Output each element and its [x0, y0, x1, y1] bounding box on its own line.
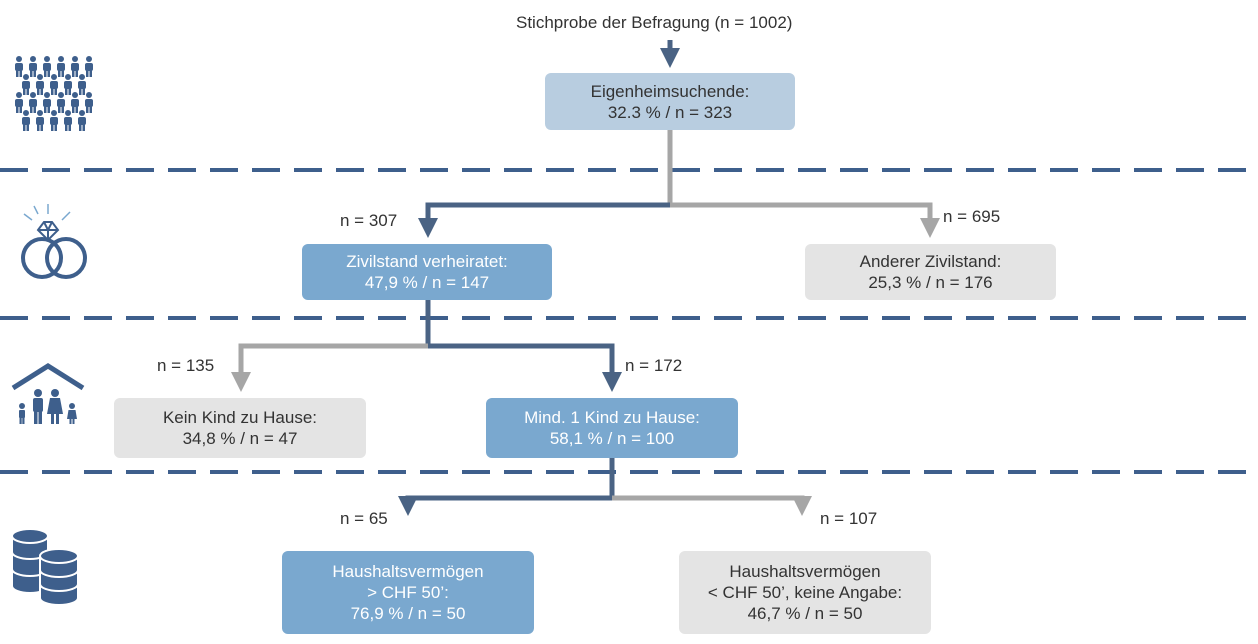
edge-label-married: n = 307 — [340, 211, 398, 230]
edge-label-no-child: n = 135 — [157, 356, 215, 375]
edge-married-nochild — [231, 343, 428, 392]
node-no-child-line-1: Kein Kind zu Hause: — [162, 408, 318, 427]
node-root-line-1: Eigenheimsuchende: — [590, 81, 750, 101]
edge-label-wealth-high: n = 65 — [340, 509, 388, 528]
edge-married-child — [428, 343, 622, 392]
node-other-status-line-2: 25,3 % / n = 176 — [868, 273, 993, 292]
node-child-line-1: Mind. 1 Kind zu Hause: — [524, 408, 700, 427]
edge-label-other-status: n = 695 — [943, 207, 1001, 226]
node-no-child: Kein Kind zu Hause: 34,8 % / n = 47 — [114, 398, 366, 458]
node-child-line-2: 58,1 % / n = 100 — [549, 429, 675, 448]
wedding-rings-icon — [21, 204, 87, 279]
edge-root-other — [670, 202, 940, 238]
node-wealth-high-line-1: Haushaltsvermögen — [332, 562, 484, 581]
coin-stacks-icon — [11, 528, 79, 606]
node-no-child-line-2: 34,8 % / n = 47 — [182, 429, 298, 448]
node-child: Mind. 1 Kind zu Hause: 58,1 % / n = 100 — [486, 398, 738, 458]
node-married-line-2: 47,9 % / n = 147 — [364, 273, 490, 292]
node-wealth-low-line-2: < CHF 50’, keine Angabe: — [707, 583, 903, 602]
node-wealth-high-line-3: 76,9 % / n = 50 — [350, 604, 466, 623]
node-root: Eigenheimsuchende: 32.3 % / n = 323 — [545, 73, 795, 130]
node-wealth-low-line-1: Haushaltsvermögen — [729, 562, 881, 581]
family-house-icon — [11, 363, 85, 424]
node-married-line-1: Zivilstand verheiratet: — [346, 252, 508, 271]
node-other-status-line-1: Anderer Zivilstand: — [859, 252, 1002, 271]
node-other-status: Anderer Zivilstand: 25,3 % / n = 176 — [805, 244, 1056, 300]
edge-child-low — [612, 495, 812, 516]
people-crowd-icon — [15, 56, 93, 131]
node-wealth-high-line-2: > CHF 50’: — [367, 583, 449, 602]
diagram-title: Stichprobe der Befragung (n = 1002) — [516, 13, 793, 32]
edge-label-wealth-low: n = 107 — [820, 509, 878, 528]
node-wealth-low-line-3: 46,7 % / n = 50 — [747, 604, 863, 623]
edge-label-child: n = 172 — [625, 356, 683, 375]
node-married: Zivilstand verheiratet: 47,9 % / n = 147 — [302, 244, 552, 300]
edge-child-high — [405, 495, 612, 504]
edge-root-married — [418, 202, 670, 238]
node-wealth-high: Haushaltsvermögen > CHF 50’: 76,9 % / n … — [282, 551, 534, 634]
node-wealth-low: Haushaltsvermögen < CHF 50’, keine Angab… — [679, 551, 931, 634]
node-root-line-2: 32.3 % / n = 323 — [607, 102, 733, 122]
